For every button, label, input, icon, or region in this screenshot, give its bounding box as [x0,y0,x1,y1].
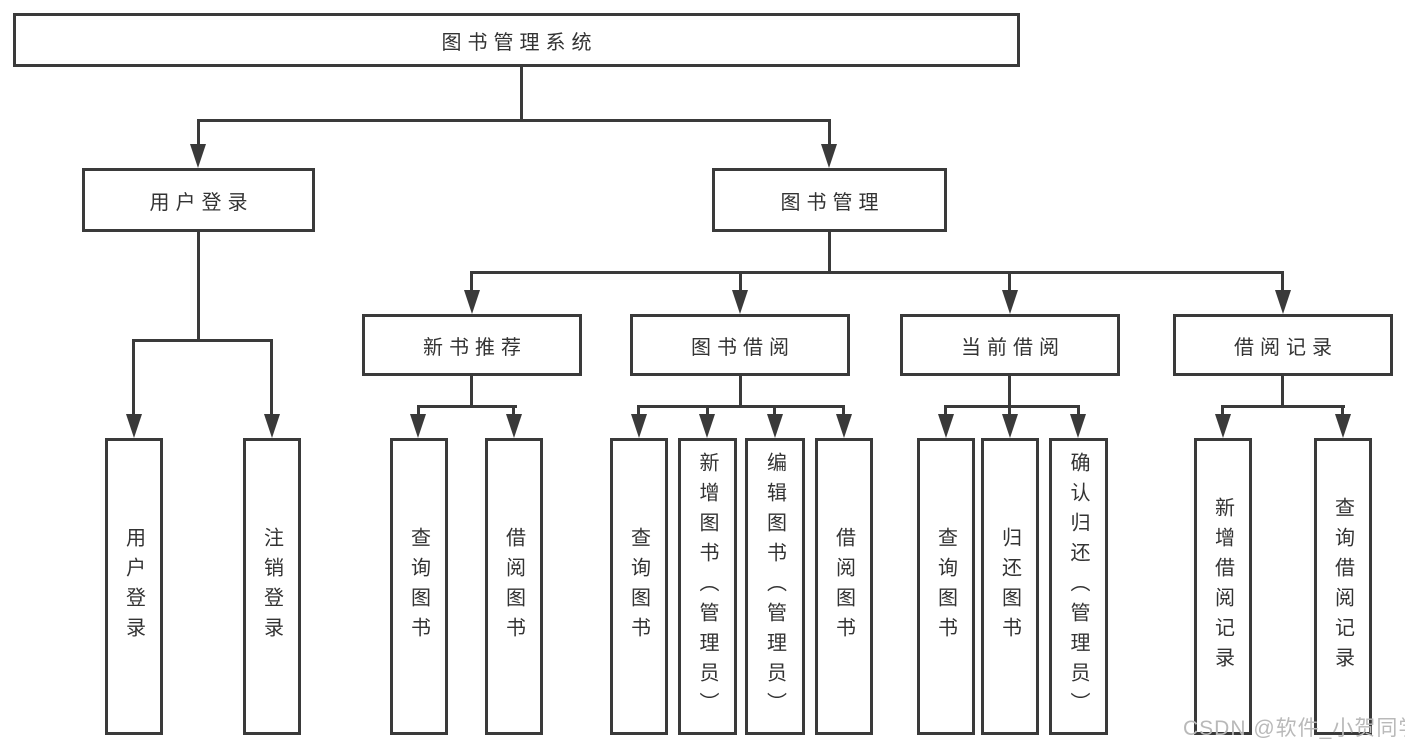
connector-drop-logout-leaf [270,339,273,416]
arrow-down [821,144,837,168]
node-library-management-system: 图书管理系统 [13,13,1020,67]
arrow-down [1002,290,1018,314]
leaf-current-confirm-return-admin: 确认归还（管理员） [1049,438,1108,735]
connector-drop [944,405,947,417]
arrow-down [767,414,783,438]
connector-drop-user-login [197,119,200,146]
arrow-down [732,290,748,314]
arrow-down [1070,414,1086,438]
connector-drop [1008,405,1011,417]
connector-drop [1341,405,1344,417]
leaf-logout: 注销登录 [243,438,301,735]
csdn-watermark: CSDN @软件_小贺同学 [1183,717,1405,740]
connector-drop-book-management [828,119,831,146]
connector-book-borrow-stem [739,376,742,405]
connector-root-stem [520,67,523,119]
connector-drop-book-borrow [739,271,742,293]
arrow-down [631,414,647,438]
connector-new-book-stem [470,376,473,405]
node-current-borrowing: 当前借阅 [900,314,1120,376]
node-book-management: 图书管理 [712,168,947,232]
arrow-down [126,414,142,438]
leaf-borrow-borrow-books: 借阅图书 [815,438,873,735]
arrow-down [1275,290,1291,314]
connector-user-login-stem [197,232,200,339]
arrow-down [190,144,206,168]
node-new-book-recommendation: 新书推荐 [362,314,582,376]
connector-drop [417,405,420,417]
connector-new-book-rail [417,405,517,408]
connector-current-borrow-stem [1008,376,1011,405]
arrow-down [264,414,280,438]
leaf-current-query-books: 查询图书 [917,438,975,735]
connector-drop-borrow-records [1281,271,1284,293]
leaf-user-login: 用户登录 [105,438,163,735]
connector-drop [706,405,709,417]
arrow-down [464,290,480,314]
connector-root-rail [197,119,831,122]
leaf-borrow-add-books-admin: 新增图书（管理员） [678,438,737,735]
node-user-login: 用户登录 [82,168,315,232]
arrow-down [506,414,522,438]
leaf-records-add-borrow-record: 新增借阅记录 [1194,438,1252,735]
connector-drop [773,405,776,417]
connector-borrow-records-stem [1281,376,1284,405]
leaf-current-return-books: 归还图书 [981,438,1039,735]
connector-drop [637,405,640,417]
connector-current-borrow-rail [944,405,1080,408]
connector-borrow-records-rail [1221,405,1345,408]
arrow-down [699,414,715,438]
connector-drop [1221,405,1224,417]
connector-book-borrow-rail [637,405,845,408]
arrow-down [1215,414,1231,438]
connector-drop-current-borrow [1008,271,1011,293]
arrow-down [1002,414,1018,438]
connector-user-login-rail [132,339,273,342]
leaf-records-query-borrow-record: 查询借阅记录 [1314,438,1372,735]
arrow-down [1335,414,1351,438]
arrow-down [410,414,426,438]
arrow-down [836,414,852,438]
connector-drop [1077,405,1080,417]
leaf-newbook-query-books: 查询图书 [390,438,448,735]
leaf-borrow-edit-books-admin: 编辑图书（管理员） [745,438,805,735]
node-book-borrowing: 图书借阅 [630,314,850,376]
connector-drop-login-leaf [132,339,135,416]
connector-drop [842,405,845,417]
arrow-down [938,414,954,438]
leaf-borrow-query-books: 查询图书 [610,438,668,735]
connector-drop-new-book [470,271,473,293]
connector-book-management-stem [828,232,831,271]
connector-book-management-rail [470,271,1284,274]
leaf-newbook-borrow-books: 借阅图书 [485,438,543,735]
connector-drop [512,405,515,417]
node-borrowing-records: 借阅记录 [1173,314,1393,376]
